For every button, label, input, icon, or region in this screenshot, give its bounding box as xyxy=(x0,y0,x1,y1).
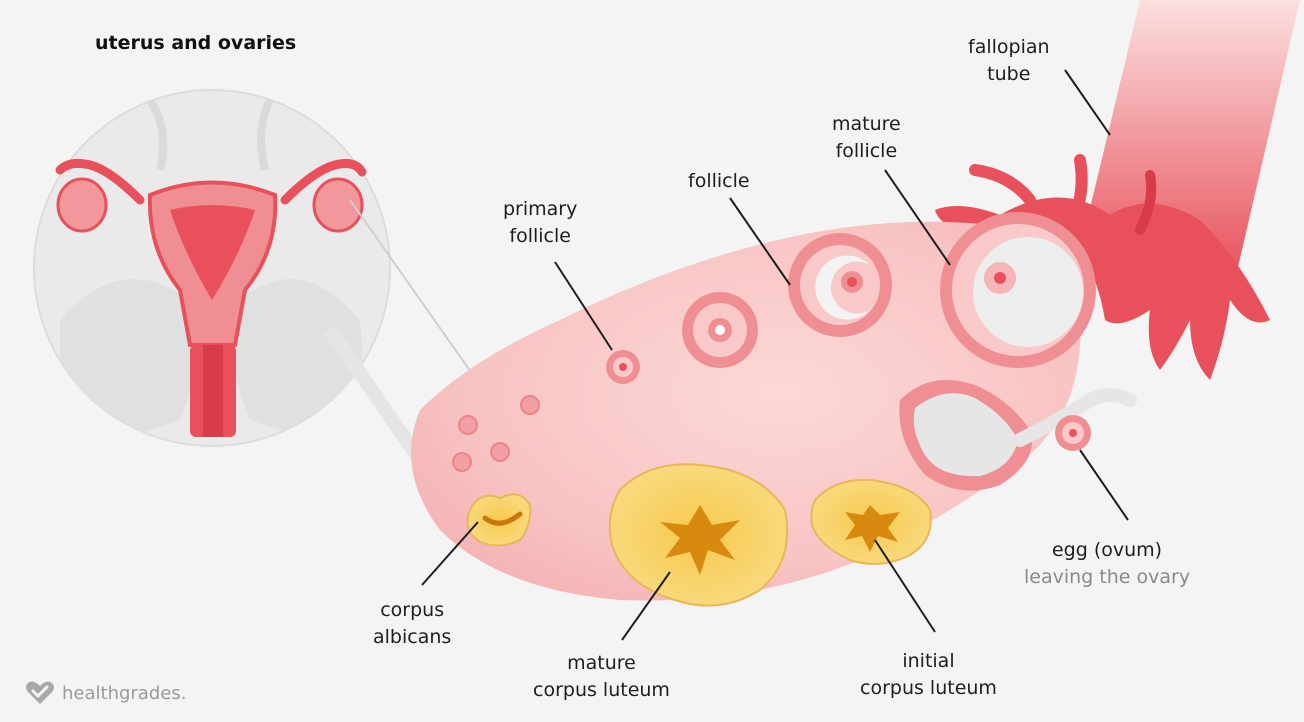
label-follicle: follicle xyxy=(688,168,750,195)
label-line: fallopian xyxy=(968,36,1050,58)
zoom-line-top xyxy=(349,199,481,386)
egg-ovum xyxy=(1055,415,1091,451)
label-line: follicle xyxy=(835,140,898,162)
ruptured-follicle xyxy=(899,380,1137,491)
follicle xyxy=(788,233,892,337)
label-mature-follicle: mature follicle xyxy=(832,111,901,165)
label-line: corpus luteum xyxy=(533,679,670,701)
label-initial-corpus-luteum: initial corpus luteum xyxy=(860,648,997,702)
small-follicles xyxy=(452,395,540,472)
mature-corpus-luteum xyxy=(608,463,789,607)
label-line: mature xyxy=(832,113,901,135)
label-mature-corpus-luteum: mature corpus luteum xyxy=(533,650,670,704)
leader-lines xyxy=(421,69,1129,641)
zoom-ligament xyxy=(324,326,426,464)
label-line: albicans xyxy=(373,626,452,648)
label-line: follicle xyxy=(688,170,750,192)
brand-name: healthgrades. xyxy=(62,682,187,704)
heart-logo-icon xyxy=(26,681,54,704)
initial-corpus-luteum xyxy=(810,478,932,565)
label-corpus-albicans: corpus albicans xyxy=(373,597,451,651)
label-line: leaving the ovary xyxy=(1024,566,1191,588)
corpus-albicans xyxy=(466,493,532,547)
label-line: primary xyxy=(503,198,578,220)
label-primary-follicle: primary follicle xyxy=(503,196,577,250)
label-line: initial xyxy=(902,650,955,672)
uterus-illustration xyxy=(55,158,367,437)
label-line: mature xyxy=(567,652,636,674)
label-egg-ovum: egg (ovum) leaving the ovary xyxy=(1024,537,1190,591)
label-line: follicle xyxy=(509,225,571,247)
diagram-title: uterus and ovaries xyxy=(95,32,297,54)
secondary-follicle xyxy=(682,292,758,368)
primary-follicle xyxy=(606,350,640,384)
label-fallopian-tube: fallopian tube xyxy=(968,34,1050,88)
label-line: corpus xyxy=(380,599,445,621)
label-line: egg (ovum) xyxy=(1051,539,1163,561)
label-line: corpus luteum xyxy=(860,677,997,699)
label-line: tube xyxy=(987,63,1031,85)
mature-follicle xyxy=(940,212,1096,368)
brand-logo: healthgrades. xyxy=(24,680,186,706)
